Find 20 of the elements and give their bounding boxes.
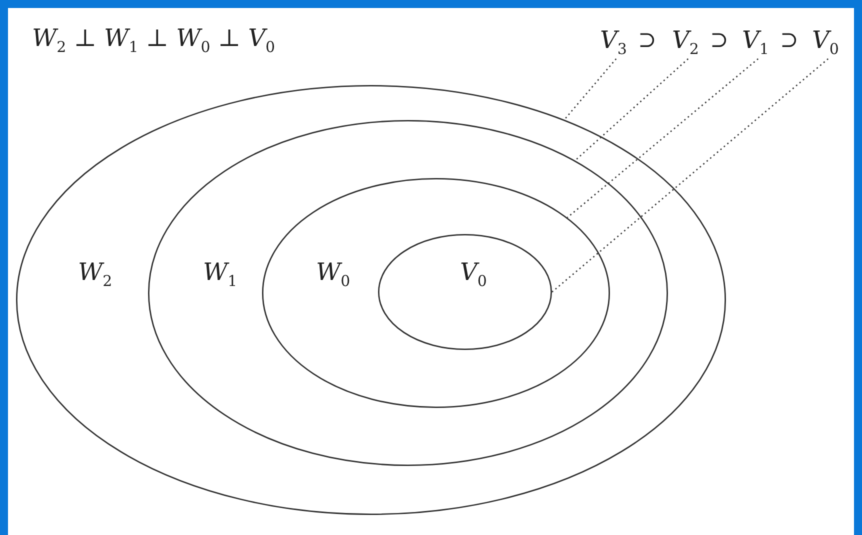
leader-line	[552, 58, 829, 293]
superset-symbol: ⊃	[780, 30, 798, 52]
region-label: W$_{1}$	[203, 260, 238, 289]
superset-symbol: ⊃	[638, 30, 656, 52]
title: W$_{2}$ ⊥ W$_{1}$ ⊥ W$_{0}$ ⊥ V$_{0}$	[32, 24, 276, 56]
region-label: W$_{2}$	[78, 260, 112, 289]
ellipse-region	[262, 178, 610, 408]
ellipse-region	[148, 120, 668, 466]
superset-symbol: ⊃	[710, 30, 728, 52]
region-label: W$_{0}$	[316, 260, 350, 289]
space-label: V$_{2}$	[672, 28, 699, 57]
leader-line	[574, 58, 689, 161]
space-label: V$_{0}$	[812, 28, 839, 57]
space-label: V$_{3}$	[600, 28, 627, 57]
space-label: V$_{1}$	[742, 28, 769, 57]
leader-line	[564, 58, 617, 120]
ellipse-region	[378, 234, 552, 350]
region-label: V$_{0}$	[460, 260, 487, 289]
ellipse-region	[16, 85, 726, 515]
leader-line	[566, 58, 759, 218]
